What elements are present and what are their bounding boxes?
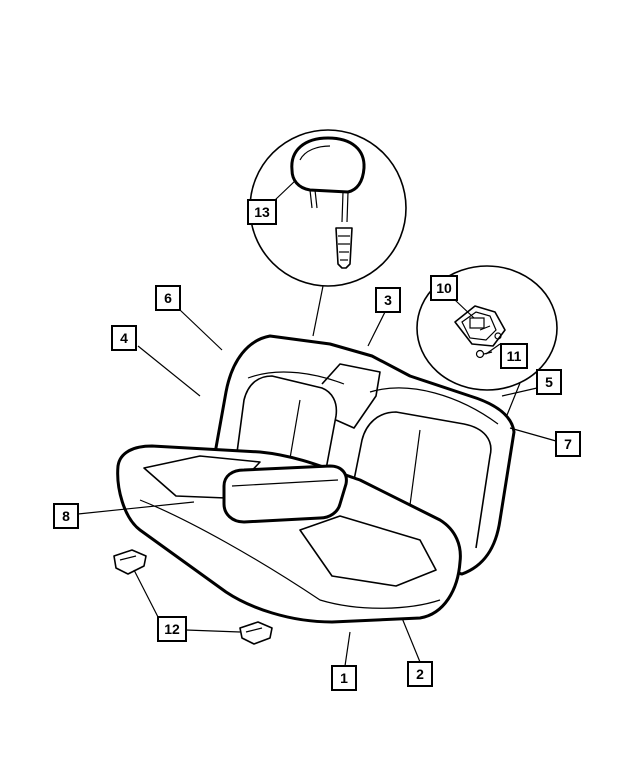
seat-back-top-seam-right: [369, 387, 499, 425]
headrest-highlight: [299, 145, 331, 161]
seat-back-top-seam-left: [247, 371, 345, 385]
leader-7: [509, 427, 557, 442]
leader-12-left: [133, 569, 159, 618]
leader-lines: [77, 179, 557, 667]
callout-6: 6: [155, 285, 181, 311]
seat-back-center-section: [321, 363, 381, 429]
callout-6-label: 6: [164, 290, 172, 306]
leader-13: [274, 179, 297, 201]
headrest-guide-sleeve: [335, 227, 353, 269]
callout-11: 11: [500, 343, 528, 369]
callout-4-label: 4: [120, 330, 128, 346]
callout-7: 7: [555, 431, 581, 457]
headrest-post-left-edge: [314, 189, 318, 209]
seat-hinge-clip-left: [113, 549, 147, 575]
callout-3-label: 3: [384, 292, 392, 308]
callout-13: 13: [247, 199, 277, 225]
leader-3: [367, 311, 386, 347]
leader-12-right: [185, 629, 241, 633]
seat-cushion-front-seam: [139, 499, 441, 609]
seat-cushion: [116, 444, 462, 624]
callout-13-label: 13: [254, 204, 270, 220]
callout-1: 1: [331, 665, 357, 691]
leader-1: [344, 631, 351, 667]
seat-back-right-panel: [349, 411, 492, 549]
callout-10: 10: [430, 275, 458, 301]
headrest-cushion: [290, 136, 366, 194]
callout-5: 5: [536, 369, 562, 395]
leader-5: [501, 387, 538, 397]
leader-2: [401, 617, 421, 663]
callout-2: 2: [407, 661, 433, 687]
callout-2-label: 2: [416, 666, 424, 682]
armrest: [222, 464, 348, 524]
leader-6: [179, 309, 223, 351]
callout-4: 4: [111, 325, 137, 351]
rear-seat-assembly: [113, 334, 516, 645]
headrest-post-right-edge: [346, 191, 349, 223]
seat-cushion-right-panel: [299, 515, 437, 587]
callout-1-label: 1: [340, 670, 348, 686]
callout-12-label: 12: [164, 621, 180, 637]
seat-hinge-clip-right: [239, 621, 273, 645]
callout-7-label: 7: [564, 436, 572, 452]
leader-4: [137, 345, 201, 397]
callout-5-label: 5: [545, 374, 553, 390]
callout-8-label: 8: [62, 508, 70, 524]
callout-3: 3: [375, 287, 401, 313]
leader-10: [454, 299, 475, 319]
callout-11-label: 11: [507, 348, 522, 364]
headrest-detail: [249, 129, 407, 337]
latch-circle-leader: [504, 382, 521, 421]
callout-8: 8: [53, 503, 79, 529]
headrest-post-left: [309, 189, 313, 209]
seat-latch-bracket: [454, 305, 506, 347]
armrest-top-seam: [231, 479, 339, 487]
headrest-circle-leader: [312, 285, 324, 337]
callout-12: 12: [157, 616, 187, 642]
callout-10-label: 10: [436, 280, 452, 296]
leader-8: [77, 501, 195, 515]
seat-back-left-panel: [235, 375, 338, 481]
leader-11: [485, 343, 501, 355]
seat-back: [210, 334, 516, 576]
headrest-post-right: [341, 191, 344, 223]
